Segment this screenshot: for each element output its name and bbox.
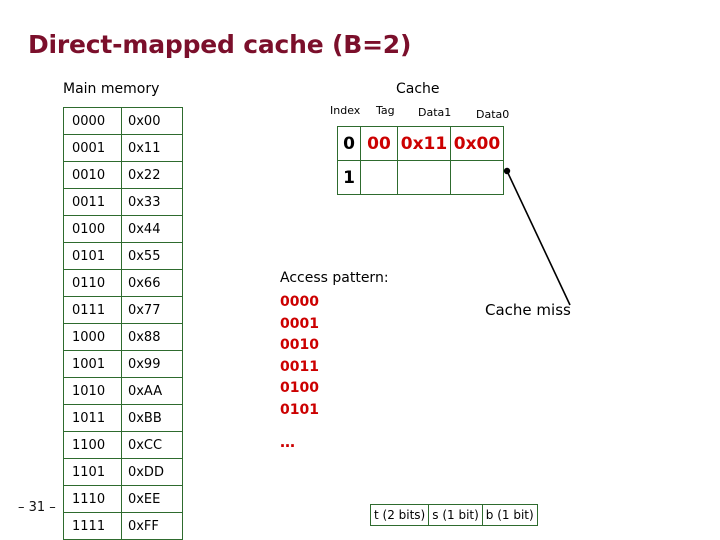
memory-value-cell: 0x00 <box>120 107 184 135</box>
cache-miss-label: Cache miss <box>485 301 571 319</box>
access-pattern-item: 0100 <box>280 380 319 396</box>
access-pattern-item: 0011 <box>280 358 319 375</box>
cache-data1-cell <box>397 160 451 195</box>
main-memory-label: Main memory <box>63 81 160 97</box>
memory-value-cell: 0xEE <box>120 485 184 513</box>
memory-address-cell: 0100 <box>63 215 122 243</box>
table-row: 1 <box>337 160 504 195</box>
address-field-cell: t (2 bits) <box>370 504 430 526</box>
memory-value-cell: 0x44 <box>120 215 184 243</box>
memory-value-cell: 0x66 <box>120 269 184 297</box>
memory-address-cell: 0000 <box>63 107 122 135</box>
memory-address-cell: 1101 <box>63 458 122 486</box>
memory-value-cell: 0x99 <box>120 350 184 378</box>
memory-value-cell: 0x77 <box>120 296 184 324</box>
memory-address-cell: 1100 <box>63 431 122 459</box>
memory-value-cell: 0x11 <box>120 134 184 162</box>
memory-address-cell: 0001 <box>63 134 122 162</box>
access-pattern-item: 0010 <box>280 337 319 353</box>
memory-address-cell: 1010 <box>63 377 122 405</box>
cache-header-tag: Tag <box>376 104 395 117</box>
cache-label: Cache <box>396 81 440 97</box>
cache-index-cell: 0 <box>337 126 361 161</box>
slide-number: – 31 – <box>18 500 56 515</box>
memory-address-cell: 1000 <box>63 323 122 351</box>
memory-value-cell: 0xAA <box>120 377 184 405</box>
memory-value-cell: 0xCC <box>120 431 184 459</box>
memory-value-cell: 0xDD <box>120 458 184 486</box>
memory-value-cell: 0x55 <box>120 242 184 270</box>
cache-tag-cell <box>360 160 398 195</box>
cache-data0-cell <box>450 160 504 195</box>
access-pattern-ellipsis: … <box>280 433 295 451</box>
cache-header-index: Index <box>330 104 361 117</box>
cache-tag-cell: 00 <box>360 126 398 161</box>
memory-address-cell: 1110 <box>63 485 122 513</box>
memory-value-cell: 0xFF <box>120 512 184 540</box>
memory-address-cell: 0111 <box>63 296 122 324</box>
access-pattern-item: 0000 <box>280 294 319 310</box>
cache-header-data1: Data1 <box>418 106 452 119</box>
memory-value-cell: 0xBB <box>120 404 184 432</box>
access-pattern-item: 0101 <box>280 401 319 418</box>
memory-address-cell: 1111 <box>63 512 122 540</box>
cache-data1-cell: 0x11 <box>397 126 451 161</box>
memory-address-cell: 1011 <box>63 404 122 432</box>
memory-value-cell: 0x33 <box>120 188 184 216</box>
address-field-boxes: t (2 bits)s (1 bit)b (1 bit) <box>370 504 538 526</box>
cache-data0-cell: 0x00 <box>450 126 504 161</box>
address-field-cell: s (1 bit) <box>428 504 483 526</box>
access-pattern-list: 0000 0001 0010 0011 0100 0101 <box>280 292 319 421</box>
memory-address-cell: 0101 <box>63 242 122 270</box>
memory-address-cell: 0010 <box>63 161 122 189</box>
memory-value-cell: 0x88 <box>120 323 184 351</box>
memory-value-cell: 0x22 <box>120 161 184 189</box>
access-pattern-title: Access pattern: <box>280 270 389 286</box>
access-pattern-item: 0001 <box>280 315 319 332</box>
memory-address-cell: 1001 <box>63 350 122 378</box>
address-field-cell: b (1 bit) <box>481 504 538 526</box>
cache-header-data0: Data0 <box>476 108 510 121</box>
cache-index-cell: 1 <box>337 160 361 195</box>
memory-address-cell: 0110 <box>63 269 122 297</box>
page-title: Direct-mapped cache (B=2) <box>28 30 412 59</box>
memory-address-cell: 0011 <box>63 188 122 216</box>
